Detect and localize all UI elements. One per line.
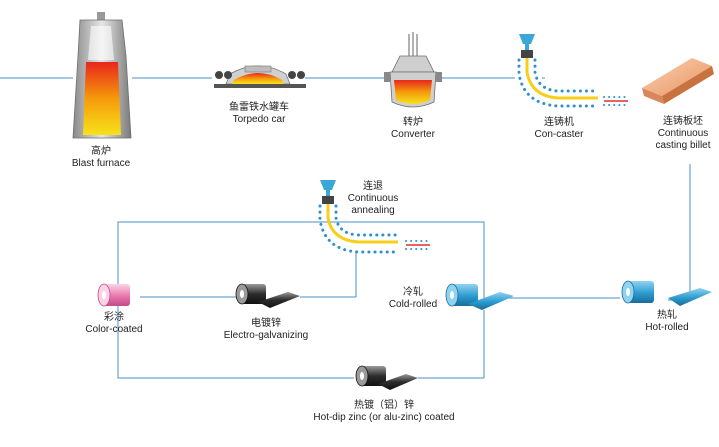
label-color-coated-en: Color-coated <box>85 324 143 335</box>
label-converter-zh: 转炉 <box>403 117 423 128</box>
label-casting-billet-zh: 连铸板坯 <box>663 116 703 127</box>
label-converter-en: Converter <box>391 129 435 140</box>
label-hot-rolled-zh: 热轧 <box>656 310 677 321</box>
cold-rolled-coil-icon <box>445 283 514 310</box>
label-continuous-annealing: 连退 Continuous annealing <box>348 181 399 217</box>
converter-icon <box>384 32 442 108</box>
label-continuous-annealing-en-2: annealing <box>351 205 395 216</box>
label-color-coated: 彩涂 Color-coated <box>85 312 142 336</box>
hot-rolled-coil-icon <box>621 280 712 306</box>
label-hot-dip-zh: 热镀（铝）锌 <box>353 400 414 411</box>
label-cold-rolled-en: Cold-rolled <box>388 299 438 310</box>
color-coated-coil-icon <box>97 283 130 307</box>
label-color-coated-zh: 彩涂 <box>103 312 124 323</box>
label-torpedo-car: 鱼雷铁水罐车 Torpedo car <box>229 102 289 126</box>
label-hot-dip: 热镀（铝）锌 Hot-dip zinc (or alu-zinc) coated <box>313 400 454 424</box>
label-hot-dip-en: Hot-dip zinc (or alu-zinc) coated <box>313 412 455 423</box>
label-casting-billet: 连铸板坯 Continuous casting billet <box>655 116 710 152</box>
label-converter: 转炉 Converter <box>391 117 435 141</box>
label-electro-galvanizing: 电镀锌 Electro-galvanizing <box>224 318 309 342</box>
electro-galvanizing-coil-icon <box>235 283 300 308</box>
label-hot-rolled: 热轧 Hot-rolled <box>645 310 688 334</box>
label-con-caster-zh: 连铸机 <box>544 117 574 128</box>
label-cold-rolled: 冷轧 Cold-rolled <box>389 287 437 311</box>
label-casting-billet-en-2: casting billet <box>655 140 711 151</box>
blast-furnace-icon <box>72 12 132 139</box>
label-torpedo-car-zh: 鱼雷铁水罐车 <box>229 102 289 113</box>
label-hot-rolled-en: Hot-rolled <box>645 322 689 333</box>
casting-billet-icon <box>642 58 714 104</box>
label-electro-galvanizing-en: Electro-galvanizing <box>223 330 309 341</box>
label-con-caster-en: Con-caster <box>534 129 584 140</box>
label-con-caster: 连铸机 Con-caster <box>535 117 584 141</box>
flow-line-billet-to-hot <box>668 164 691 301</box>
label-blast-furnace-zh: 高炉 <box>91 146 111 157</box>
label-cold-rolled-zh: 冷轧 <box>402 287 423 298</box>
continuous-annealing-icon <box>318 180 431 254</box>
label-continuous-annealing-zh: 连退 <box>363 181 383 192</box>
label-casting-billet-en-1: Continuous <box>657 128 709 139</box>
flow-line-loop <box>117 221 485 379</box>
label-blast-furnace-en: Blast furnace <box>71 158 131 169</box>
label-blast-furnace: 高炉 Blast furnace <box>72 146 130 170</box>
label-continuous-annealing-en-1: Continuous <box>347 193 399 204</box>
con-caster-icon <box>517 34 629 108</box>
label-electro-galvanizing-zh: 电镀锌 <box>251 318 281 329</box>
torpedo-car-icon <box>214 65 306 88</box>
hot-dip-coil-icon <box>355 365 418 390</box>
label-torpedo-car-en: Torpedo car <box>232 114 286 125</box>
